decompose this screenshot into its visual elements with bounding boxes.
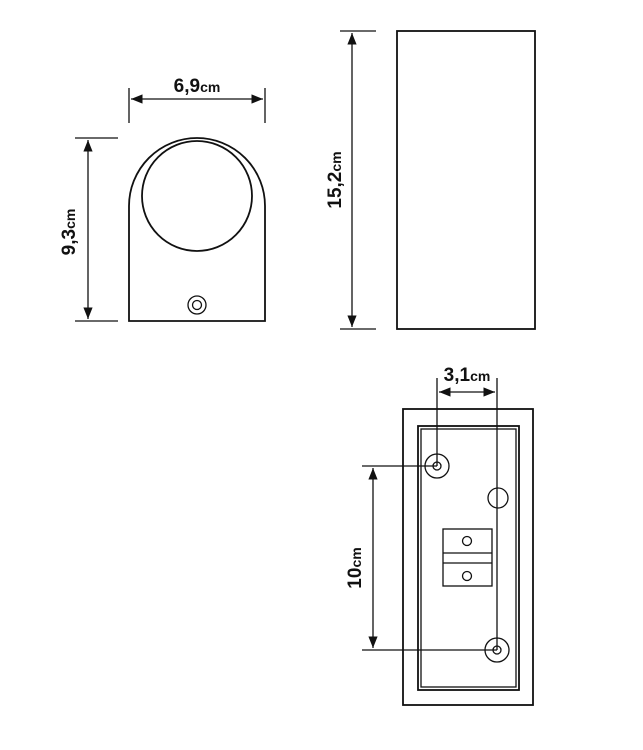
mounting-plate-outer <box>417 425 520 691</box>
back-outer-outline <box>402 408 534 706</box>
lens-circle <box>141 140 253 252</box>
height-label: 9,3cm <box>59 209 80 256</box>
horizontal-spacing-label: 3,1cm <box>444 365 491 386</box>
back-view: 3,1cm 10cm <box>345 365 534 706</box>
mounting-plate-inner <box>420 428 517 688</box>
width-label: 6,9cm <box>174 76 221 97</box>
sensor-ring-outer <box>187 295 207 315</box>
side-height-dimension: 15,2cm <box>325 30 376 330</box>
side-body-outline <box>396 30 536 330</box>
width-dimension: 6,9cm <box>128 76 266 123</box>
side-height-label: 15,2cm <box>325 151 346 208</box>
vertical-spacing-label: 10cm <box>345 547 366 588</box>
horizontal-spacing-dimension: 3,1cm <box>436 365 498 650</box>
terminal-block <box>442 528 493 587</box>
height-dimension: 9,3cm <box>59 137 118 322</box>
side-view: 15,2cm <box>325 30 536 330</box>
sensor-ring-inner <box>191 299 203 311</box>
vertical-spacing-dimension: 10cm <box>345 465 497 651</box>
front-body-outline <box>128 137 266 322</box>
cable-entry-hole <box>487 487 509 509</box>
front-view: 6,9cm 9,3cm <box>59 76 266 322</box>
